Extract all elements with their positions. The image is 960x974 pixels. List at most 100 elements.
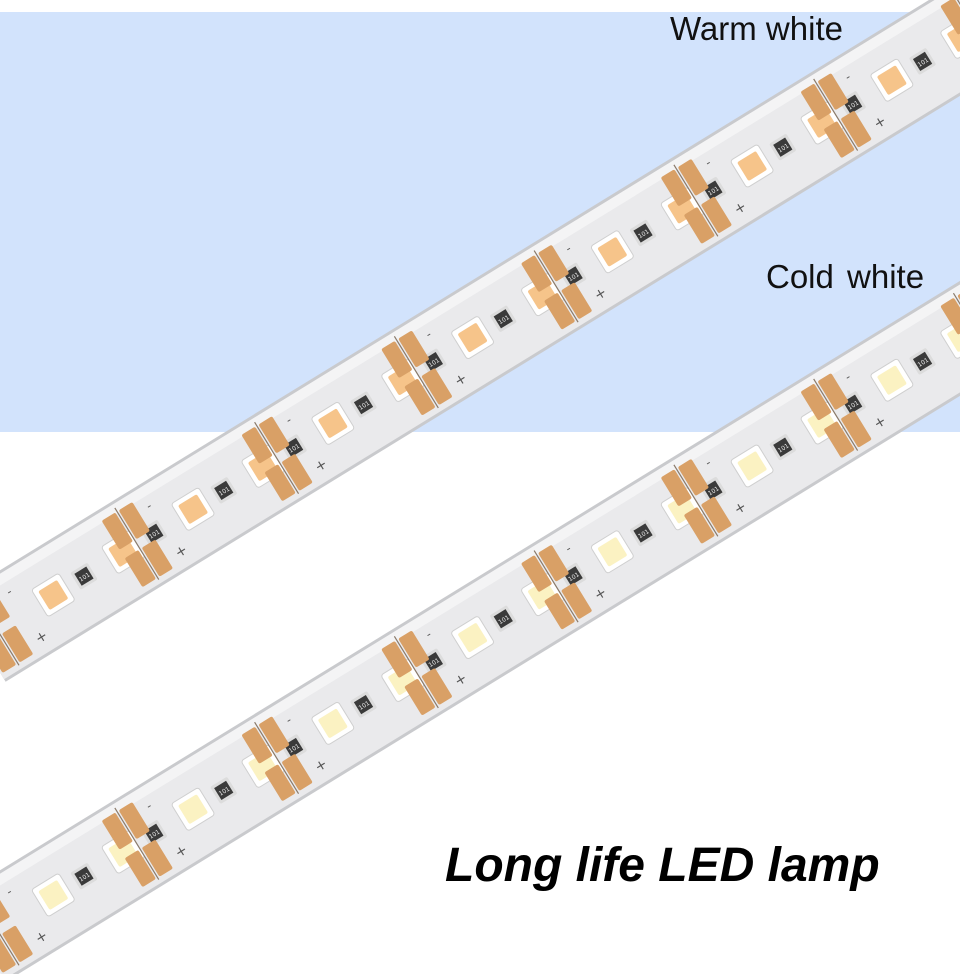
cold-led-chip xyxy=(38,880,68,910)
cold-copper-pad xyxy=(801,384,832,421)
cold-copper-pad xyxy=(404,679,435,715)
cold-copper-pad xyxy=(661,469,692,506)
warm-resistor xyxy=(214,480,234,501)
cold-resistor xyxy=(493,609,513,629)
warm-led-chip xyxy=(737,151,767,181)
warm-copper-pad xyxy=(801,84,832,121)
cold-copper-pad xyxy=(2,925,33,962)
cold-resistor xyxy=(353,694,374,715)
warm-minus-mark: - xyxy=(423,327,434,341)
warm-copper-pad xyxy=(259,416,290,453)
cold-resistor xyxy=(74,866,94,886)
cold-minus-mark: - xyxy=(4,884,15,898)
warm-resistor xyxy=(283,437,304,458)
warm-copper-pad xyxy=(521,255,552,292)
warm-copper-pad xyxy=(841,111,872,148)
warm-copper-pad xyxy=(684,207,715,244)
warm-copper-pad xyxy=(0,588,10,625)
cold-copper-pad xyxy=(242,727,273,764)
cold-cut-line xyxy=(813,378,859,451)
cold-resistor xyxy=(703,480,723,500)
cold-copper-pad xyxy=(940,298,960,335)
warm-copper-pad xyxy=(544,293,575,330)
warm-resistor xyxy=(144,523,164,543)
warm-cut-line xyxy=(673,164,719,237)
warm-copper-pad xyxy=(381,341,412,378)
warm-led-chip xyxy=(597,237,627,267)
warm-copper-pad xyxy=(0,636,16,673)
warm-copper-pad xyxy=(282,454,313,491)
warm-minus-mark: - xyxy=(702,156,713,170)
warm-white-led-strip: -+101101-+101101-+101101-+101101-+101101… xyxy=(0,0,960,682)
cold-copper-pad xyxy=(678,459,709,496)
warm-copper-pad xyxy=(701,196,732,233)
warm-copper-pad xyxy=(678,159,709,196)
warm-copper-pad xyxy=(818,73,849,110)
cold-resistor xyxy=(423,652,444,672)
warm-copper-pad xyxy=(265,464,296,501)
warm-copper-pad xyxy=(404,379,435,415)
cold-minus-mark: - xyxy=(563,541,574,555)
cold-copper-pad xyxy=(0,936,16,973)
warm-minus-mark: - xyxy=(143,499,154,513)
warm-resistor xyxy=(773,137,793,157)
cold-minus-mark: - xyxy=(702,456,713,470)
warm-minus-mark: - xyxy=(4,584,15,598)
cold-copper-pad xyxy=(142,840,173,877)
cold-copper-pad xyxy=(818,373,849,410)
cold-copper-pad xyxy=(841,411,872,448)
warm-copper-pad xyxy=(538,245,569,282)
cold-led-chip xyxy=(597,537,627,567)
cold-resistor xyxy=(633,523,653,543)
cold-strip-highlight xyxy=(0,280,960,910)
warm-resistor xyxy=(423,352,444,372)
cold-cut-line xyxy=(254,721,300,795)
cold-white-led-strip: -+101101-+101101-+101101-+101101-+101101… xyxy=(0,278,960,974)
cold-copper-pad xyxy=(381,641,412,678)
warm-led-chip xyxy=(877,65,907,95)
cold-led-chip xyxy=(178,794,208,824)
cold-led-chip xyxy=(737,451,767,481)
cold-copper-pad xyxy=(421,668,452,705)
headline: Long life LED lamp xyxy=(445,839,880,892)
cold-resistor xyxy=(843,394,863,414)
cold-copper-pad xyxy=(259,716,290,753)
warm-led-chip xyxy=(458,323,487,352)
cold-cut-line xyxy=(114,807,160,880)
warm-cut-line xyxy=(0,593,20,666)
cold-led-chip xyxy=(458,623,487,652)
warm-resistor xyxy=(563,266,583,286)
cold-led-chip xyxy=(877,365,907,395)
warm-led-chip xyxy=(178,494,208,524)
cold-copper-pad xyxy=(684,507,715,544)
cold-led-chip xyxy=(318,709,348,738)
cold-cut-line xyxy=(0,893,20,966)
warm-cut-line xyxy=(393,336,439,409)
warm-cut-line xyxy=(254,421,300,495)
cold-copper-pad xyxy=(544,593,575,630)
warm-minus-mark: - xyxy=(842,70,853,84)
cold-cut-line xyxy=(393,636,439,709)
warm-led-chip xyxy=(947,22,960,52)
warm-resistor xyxy=(912,51,933,72)
cold-cut-line xyxy=(533,550,579,623)
cold-copper-pad xyxy=(521,555,552,592)
cold-minus-mark: - xyxy=(143,799,154,813)
cold-copper-pad xyxy=(824,421,855,458)
cold-copper-pad xyxy=(282,754,313,791)
warm-copper-pad xyxy=(125,550,156,587)
cold-copper-pad xyxy=(125,850,156,887)
warm-copper-pad xyxy=(142,540,173,577)
warm-copper-pad xyxy=(661,169,692,206)
cold-cut-line xyxy=(673,464,719,537)
warm-led-chip xyxy=(38,580,68,610)
warm-resistor xyxy=(74,566,94,586)
warm-strip-highlight xyxy=(0,0,960,609)
warm-led-chip xyxy=(318,409,348,438)
warm-cut-line xyxy=(813,78,859,151)
cold-resistor xyxy=(773,437,793,457)
cold-copper-pad xyxy=(265,764,296,801)
cold-resistor xyxy=(214,780,234,801)
warm-white-label: Warm white xyxy=(670,10,843,47)
